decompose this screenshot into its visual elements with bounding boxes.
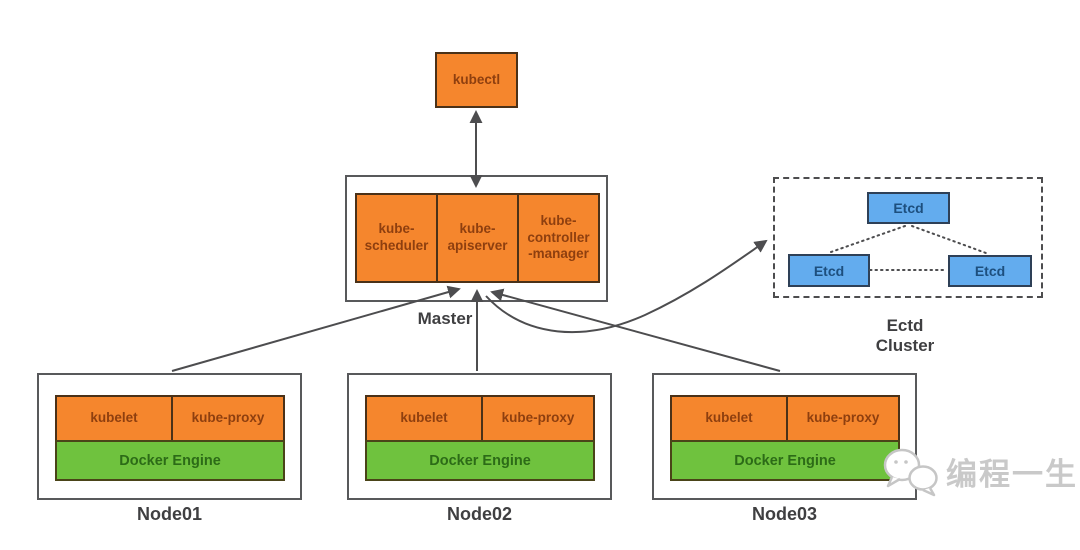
master-label: Master bbox=[417, 309, 473, 328]
watermark: 编程一生 bbox=[878, 444, 1078, 498]
etcd-top-box: Etcd bbox=[867, 192, 950, 224]
docker-engine-label: Docker Engine bbox=[429, 452, 531, 469]
node03-kubelet-box: kubelet bbox=[670, 395, 788, 442]
node02-box: kubelet kube-proxy Docker Engine bbox=[347, 373, 612, 500]
kube-proxy-label: kube-proxy bbox=[191, 410, 265, 426]
kube-controller-manager-box: kube- controller -manager bbox=[517, 193, 600, 283]
node01-kube-proxy-box: kube-proxy bbox=[171, 395, 285, 442]
arrow-node03-apiserver bbox=[490, 288, 781, 372]
kube-apiserver-label: kube- apiserver bbox=[447, 221, 508, 253]
etcd-right-box: Etcd bbox=[948, 255, 1032, 287]
node02-kube-proxy-box: kube-proxy bbox=[481, 395, 595, 442]
node01-kubelet-box: kubelet bbox=[55, 395, 173, 442]
chat-bubbles-icon bbox=[883, 448, 938, 497]
kube-proxy-label: kube-proxy bbox=[806, 410, 880, 426]
node01-box: kubelet kube-proxy Docker Engine bbox=[37, 373, 302, 500]
docker-engine-label: Docker Engine bbox=[119, 452, 221, 469]
kubelet-label: kubelet bbox=[400, 410, 448, 426]
master-components-row: kube- scheduler kube- apiserver kube- co… bbox=[355, 193, 600, 283]
node01-label: Node01 bbox=[136, 504, 203, 524]
etcd-left-box: Etcd bbox=[788, 254, 870, 287]
kube-proxy-label: kube-proxy bbox=[501, 410, 575, 426]
etcd-left-label: Etcd bbox=[813, 262, 845, 279]
kubectl-label: kubectl bbox=[452, 71, 501, 87]
etcd-right-label: Etcd bbox=[974, 263, 1006, 279]
kube-scheduler-box: kube- scheduler bbox=[355, 193, 438, 283]
etcd-cluster-box: Etcd Etcd Etcd bbox=[773, 177, 1043, 298]
etcd-cluster-label: Ectd Cluster bbox=[875, 316, 935, 355]
node03-label: Node03 bbox=[751, 504, 818, 524]
node01-docker-engine-box: Docker Engine bbox=[55, 440, 285, 481]
kubectl-box: kubectl bbox=[435, 52, 518, 108]
node02-label: Node02 bbox=[446, 504, 513, 524]
watermark-text: 编程一生 bbox=[946, 456, 1078, 492]
node03-docker-engine-box: Docker Engine bbox=[670, 440, 900, 481]
kubelet-label: kubelet bbox=[90, 410, 138, 426]
master-box: kube- scheduler kube- apiserver kube- co… bbox=[345, 175, 608, 302]
node02-components-row: kubelet kube-proxy bbox=[365, 395, 595, 442]
etcd-top-label: Etcd bbox=[893, 200, 924, 216]
node02-docker-engine-box: Docker Engine bbox=[365, 440, 595, 481]
node03-kube-proxy-box: kube-proxy bbox=[786, 395, 900, 442]
node01-components-row: kubelet kube-proxy bbox=[55, 395, 285, 442]
node03-components-row: kubelet kube-proxy bbox=[670, 395, 900, 442]
kubelet-label: kubelet bbox=[705, 410, 753, 426]
node03-box: kubelet kube-proxy Docker Engine bbox=[652, 373, 917, 500]
kube-apiserver-box: kube- apiserver bbox=[436, 193, 519, 283]
node02-kubelet-box: kubelet bbox=[365, 395, 483, 442]
docker-engine-label: Docker Engine bbox=[734, 452, 836, 469]
kube-scheduler-label: kube- scheduler bbox=[364, 221, 429, 253]
kube-controller-manager-label: kube- controller -manager bbox=[527, 212, 590, 262]
